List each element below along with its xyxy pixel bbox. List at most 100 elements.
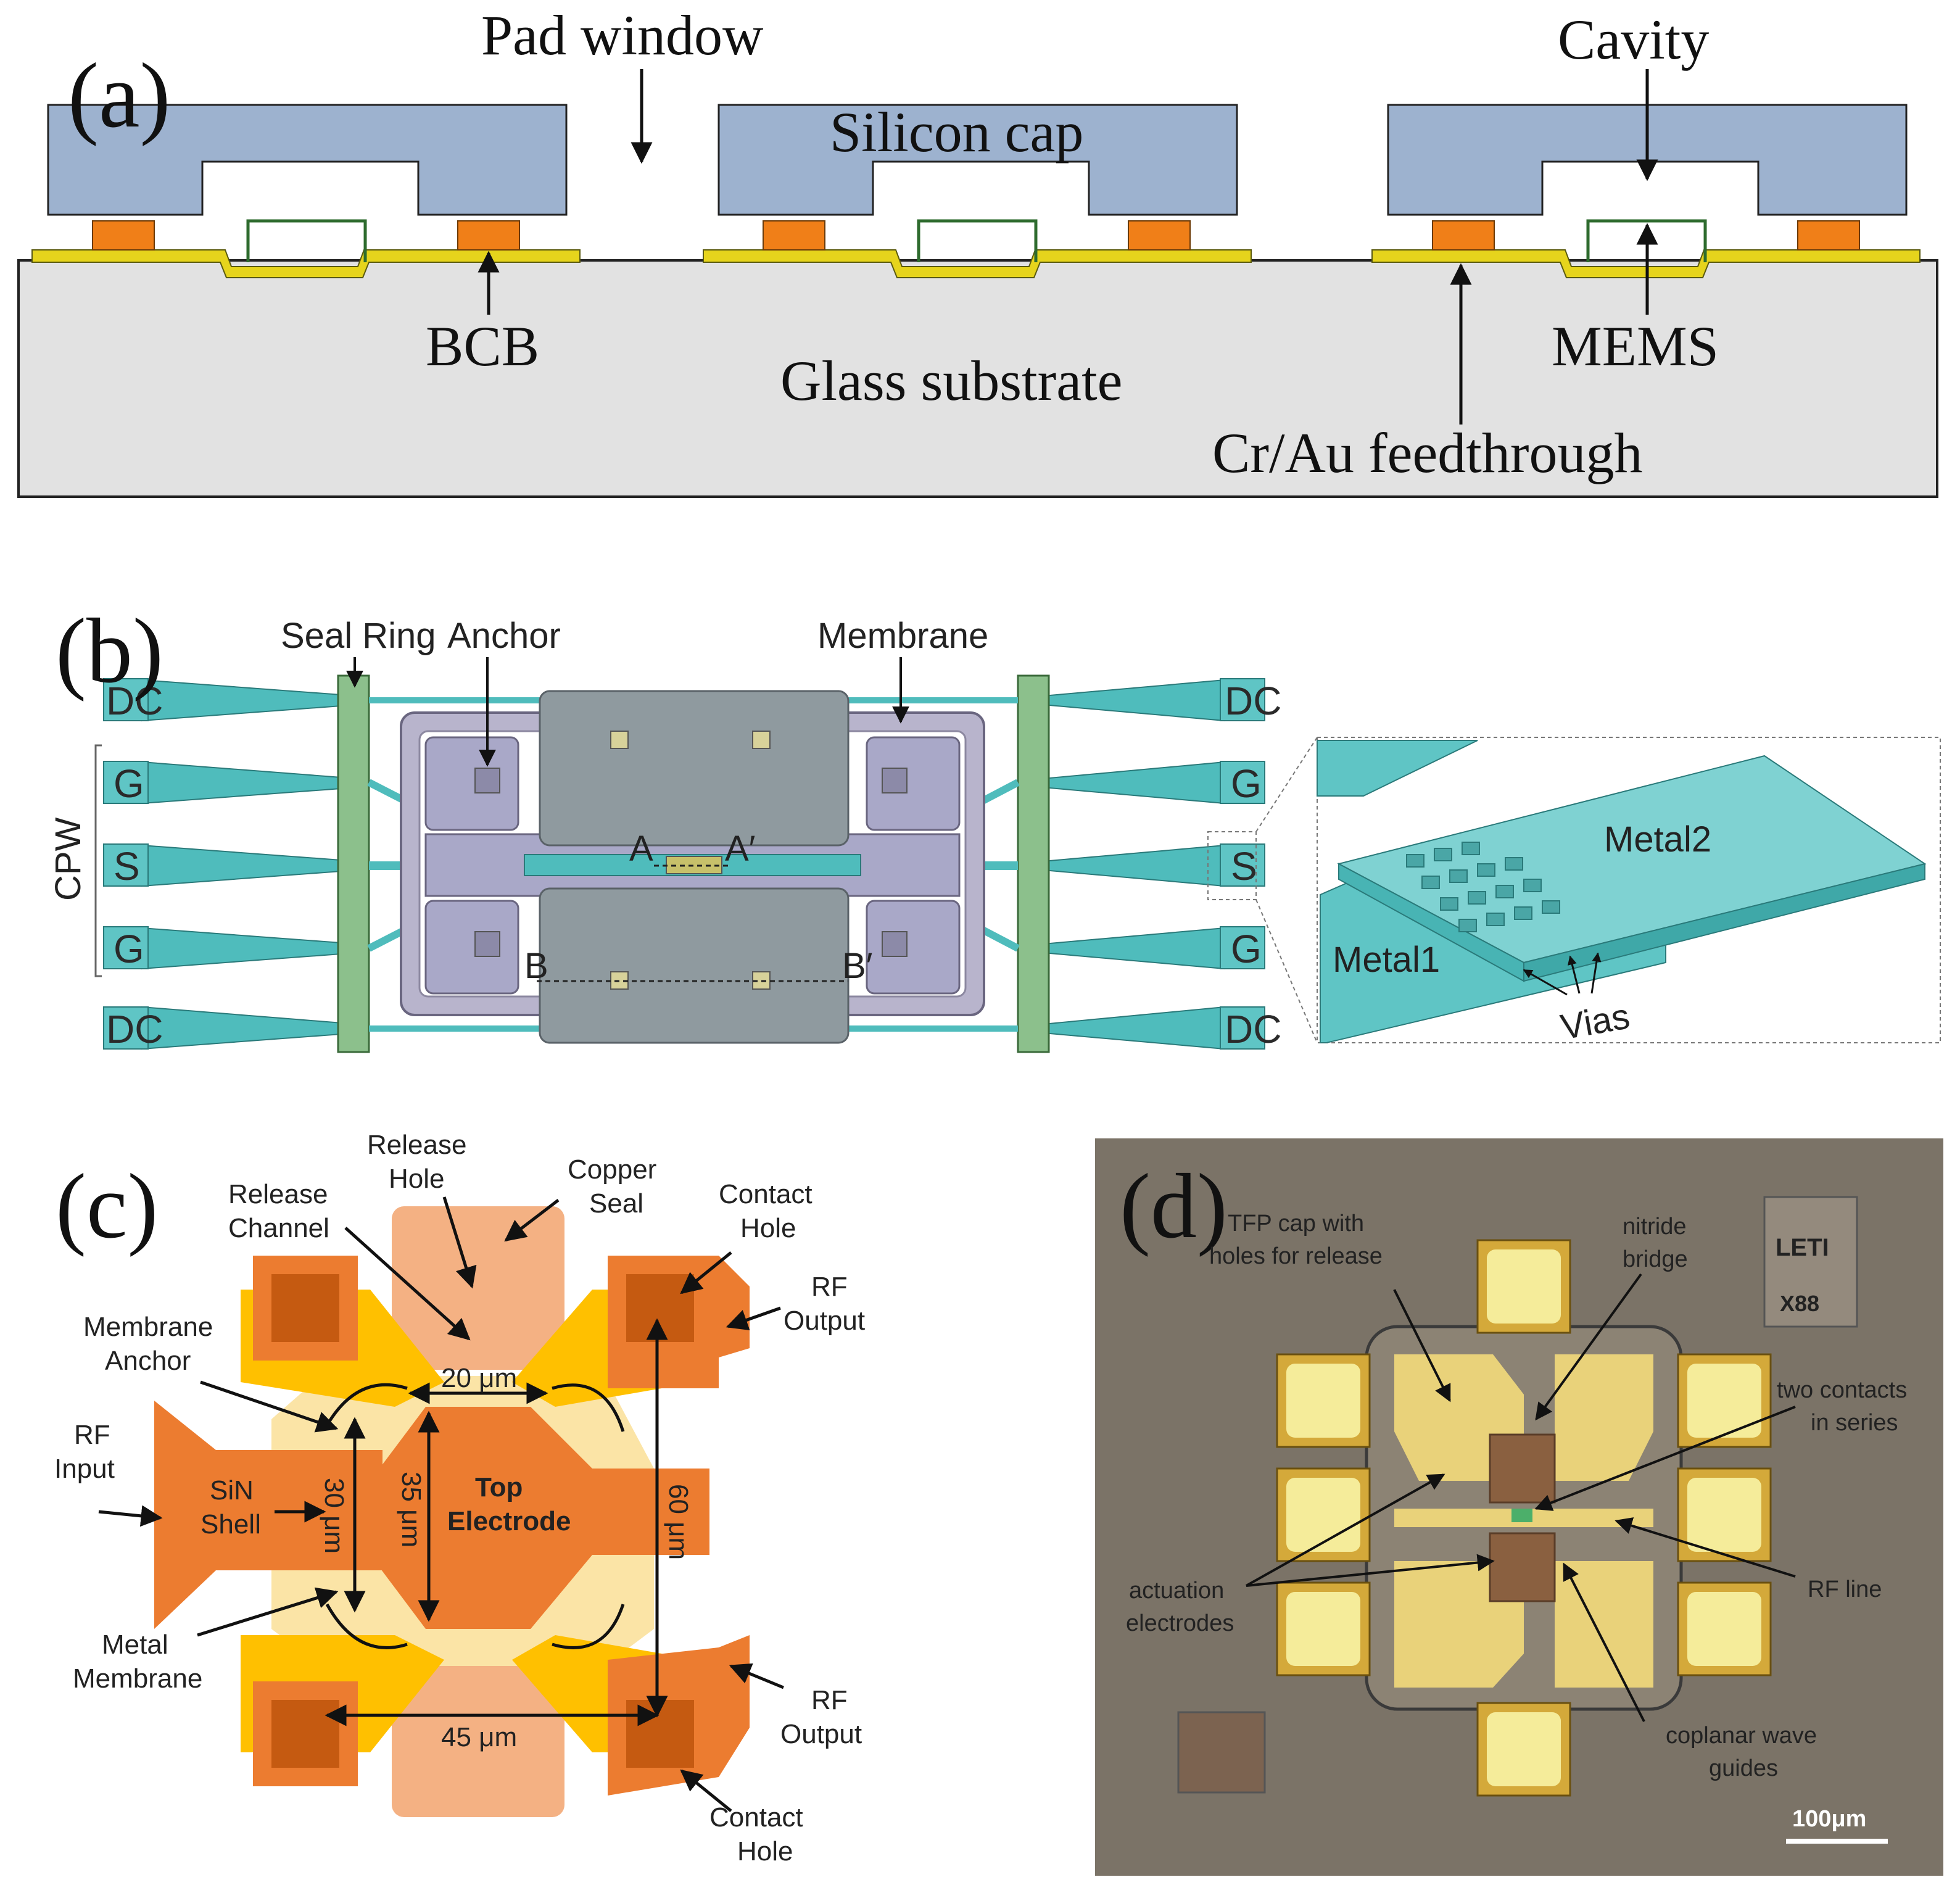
- rf-input-label: Input: [54, 1454, 115, 1484]
- mems-bridge: [246, 219, 367, 262]
- pad-bottom-inner: [1487, 1712, 1561, 1786]
- seal-ring-left: [337, 674, 370, 1053]
- nitride-label: nitride: [1623, 1214, 1687, 1240]
- anchor-block: [866, 736, 961, 831]
- via-inset: Metal2 Metal1 Vias: [1317, 737, 1941, 1048]
- logo-text: X88: [1780, 1291, 1819, 1316]
- tapered-line: [141, 927, 358, 970]
- top-electrode-label: Electrode: [447, 1506, 571, 1536]
- membrane-anchor-arrow: [200, 1380, 339, 1433]
- release-hole-label: Release: [367, 1130, 466, 1160]
- rf-input-shape: [154, 1401, 352, 1629]
- membrane-top: [539, 690, 850, 847]
- pad-label: G: [1231, 927, 1262, 971]
- dim-60-label: 60 μm: [663, 1484, 693, 1560]
- rf-output-bottom-label: RF: [811, 1685, 848, 1715]
- actuation-arrow: [1246, 1554, 1495, 1587]
- metal-top-strip: [1317, 740, 1478, 797]
- bcb-pad: [1432, 220, 1495, 251]
- release-channel-label: Channel: [228, 1213, 329, 1243]
- vias-arrow: [1523, 969, 1568, 996]
- panel-b: DC G S G DC DC G S G DC CPW: [48, 600, 1941, 1053]
- copper-seal-label: Copper: [568, 1154, 656, 1185]
- pad-dc: [1220, 678, 1265, 721]
- pad-g: [1220, 926, 1265, 969]
- cavity-label: Cavity: [1558, 8, 1709, 71]
- pad-label: S: [114, 844, 140, 889]
- contact-hole: [626, 1700, 694, 1768]
- anchor-block: [866, 900, 961, 995]
- pad-inner: [1286, 1364, 1360, 1438]
- pad-label: DC: [106, 1007, 163, 1051]
- panel-d: LETI X88: [1095, 1138, 1943, 1876]
- pad-s: [1220, 843, 1265, 887]
- pad-label: G: [114, 761, 144, 806]
- rf-output-top-label: Output: [784, 1306, 865, 1336]
- b-prime-label: B′: [842, 946, 873, 986]
- pad-top-inner: [1487, 1249, 1561, 1324]
- tapered-line: [1042, 1006, 1225, 1050]
- anchor-square: [882, 931, 908, 957]
- pad-label: S: [1231, 844, 1257, 889]
- two-contacts-label: in series: [1811, 1410, 1898, 1436]
- copper-seal-arrow: [504, 1199, 560, 1242]
- panel-b-letter: (b): [56, 600, 163, 702]
- rf-input-label: RF: [74, 1420, 110, 1450]
- top-electrode-label: Top: [475, 1472, 523, 1502]
- pad-label: DC: [1225, 1007, 1281, 1051]
- membrane-label: Membrane: [817, 616, 988, 656]
- mark-box: [1177, 1711, 1266, 1794]
- anchor-block: [424, 900, 519, 995]
- contact-hole-bottom-arrow: [680, 1769, 732, 1812]
- tapered-line: [141, 1006, 358, 1050]
- dim-20-label: 20 μm: [441, 1363, 517, 1393]
- panel-a-letter: (a): [68, 44, 170, 147]
- contact-hole-top-arrow: [680, 1251, 732, 1295]
- actuation-electrode: [1489, 1532, 1556, 1602]
- mems-bridge: [917, 219, 1038, 262]
- bcb-pad: [1128, 220, 1191, 251]
- anchor-block: [424, 736, 519, 831]
- dim-45-label: 45 μm: [441, 1722, 517, 1752]
- rf-output-bottom-label: Output: [780, 1719, 862, 1749]
- two-contacts-label: two contacts: [1777, 1377, 1907, 1403]
- tfp-arrow: [1393, 1289, 1451, 1402]
- anchor-label: Anchor: [447, 616, 561, 656]
- cpw-label: guides: [1709, 1755, 1778, 1781]
- seal-ring-label: Seal Ring: [281, 616, 436, 656]
- scale-bar-label: 100μm: [1792, 1806, 1866, 1832]
- anchor-square: [474, 768, 500, 793]
- pad-dc: [1220, 1006, 1265, 1050]
- via-array: [1406, 842, 1560, 932]
- pad-dc: [103, 1006, 149, 1050]
- nitride-label: bridge: [1623, 1246, 1688, 1272]
- actuation-arrow: [1246, 1473, 1445, 1587]
- feedthrough-center: [703, 249, 1252, 278]
- release-channel-arrow: [344, 1227, 471, 1341]
- pad-label: DC: [106, 679, 163, 723]
- cpw-label: CPW: [48, 817, 88, 901]
- sin-shell-label: SiN: [210, 1475, 254, 1506]
- rf-output-top-label: RF: [811, 1272, 848, 1302]
- tfp-cap-label: TFP cap with: [1228, 1211, 1364, 1237]
- vias-arrow: [1567, 955, 1581, 994]
- contact-hole: [271, 1700, 339, 1768]
- silicon-cap-label: Silicon cap: [830, 101, 1083, 164]
- metal2-label: Metal2: [1604, 819, 1711, 860]
- tapered-line: [141, 761, 358, 805]
- membrane-anchor-label: Anchor: [105, 1346, 191, 1376]
- contact-hole-top-label: Hole: [740, 1213, 796, 1243]
- hole: [610, 731, 629, 749]
- pad-label: DC: [1225, 679, 1281, 723]
- contact-hole-bottom-label: Hole: [737, 1836, 793, 1866]
- pad-inner: [1286, 1478, 1360, 1552]
- zoom-line: [1255, 737, 1318, 832]
- mems-label: MEMS: [1552, 315, 1719, 378]
- bcb-label: BCB: [426, 315, 539, 378]
- panel-a: (a) Pad window Silicon cap Cavity BCB ME…: [17, 4, 1938, 498]
- tapered-line: [1042, 761, 1225, 805]
- cpw-label: coplanar wave: [1666, 1723, 1817, 1749]
- panel-d-letter: (d): [1120, 1155, 1228, 1257]
- feedthrough-left: [31, 249, 581, 278]
- metal-membrane-label: Membrane: [73, 1663, 202, 1694]
